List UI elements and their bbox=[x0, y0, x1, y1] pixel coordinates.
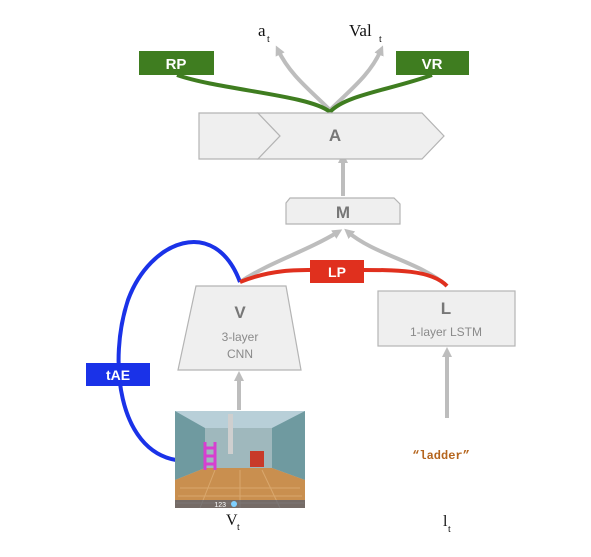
node-v-box bbox=[177, 285, 302, 371]
output-arrows bbox=[275, 45, 384, 112]
node-v: V 3-layer CNN bbox=[177, 285, 302, 371]
node-a-label: A bbox=[329, 126, 341, 145]
tag-vr-box bbox=[396, 51, 469, 75]
input-frame: 123 bbox=[175, 411, 305, 509]
input-v-label: V bbox=[226, 512, 238, 529]
output-value: Val t bbox=[349, 21, 382, 45]
output-value-label: Val bbox=[349, 21, 372, 40]
input-l-label: l bbox=[443, 513, 448, 530]
red-block-object bbox=[250, 451, 264, 467]
node-l-label: L bbox=[441, 299, 451, 318]
node-v-sub1: 3-layer bbox=[222, 330, 259, 344]
input-l-label-group: l t bbox=[443, 513, 451, 535]
tag-tae-box bbox=[86, 363, 150, 386]
arrow-to-action bbox=[275, 45, 332, 112]
tag-rp: RP bbox=[139, 51, 214, 75]
node-a: A bbox=[198, 112, 445, 160]
pillar-object bbox=[228, 414, 233, 454]
node-a-main-chevron bbox=[256, 112, 445, 160]
tae-connector bbox=[116, 240, 242, 462]
output-action: a t bbox=[258, 21, 270, 45]
rp-connector bbox=[176, 73, 332, 114]
node-m-box bbox=[285, 197, 401, 225]
frame-left-wall bbox=[175, 411, 205, 480]
tag-lp-label: LP bbox=[328, 264, 346, 280]
ladder-object bbox=[203, 442, 217, 470]
node-v-sub2: CNN bbox=[227, 347, 253, 361]
output-action-label: a bbox=[258, 21, 266, 40]
arrow-v-to-m bbox=[238, 229, 343, 284]
node-m: M bbox=[285, 197, 401, 225]
hud-indicator-icon bbox=[231, 501, 237, 507]
node-m-label: M bbox=[336, 203, 350, 222]
frame-hud-bar bbox=[175, 500, 305, 508]
node-l: L 1-layer LSTM bbox=[377, 290, 516, 347]
tag-rp-label: RP bbox=[166, 56, 187, 73]
vr-connector bbox=[328, 73, 433, 114]
frame-hud-text: 123 bbox=[214, 502, 226, 509]
input-v-label-group: V t bbox=[226, 512, 240, 533]
tag-rp-box bbox=[139, 51, 214, 75]
input-v-subscript: t bbox=[237, 522, 240, 533]
instruction-text: “ladder” bbox=[412, 449, 470, 463]
tag-lp-box bbox=[310, 260, 364, 283]
tag-vr: VR bbox=[396, 51, 469, 75]
output-action-subscript: t bbox=[267, 34, 270, 45]
tag-tae-label: tAE bbox=[106, 367, 130, 383]
tag-vr-label: VR bbox=[422, 56, 443, 73]
tag-tae: tAE bbox=[86, 363, 150, 386]
frame-right-wall bbox=[272, 411, 305, 480]
tag-lp: LP bbox=[310, 260, 364, 283]
arrow-to-value bbox=[328, 45, 384, 112]
node-v-label: V bbox=[234, 303, 246, 322]
node-l-sub: 1-layer LSTM bbox=[410, 325, 482, 339]
node-l-box bbox=[377, 290, 516, 347]
output-value-subscript: t bbox=[379, 34, 382, 45]
input-l-subscript: t bbox=[448, 524, 451, 535]
